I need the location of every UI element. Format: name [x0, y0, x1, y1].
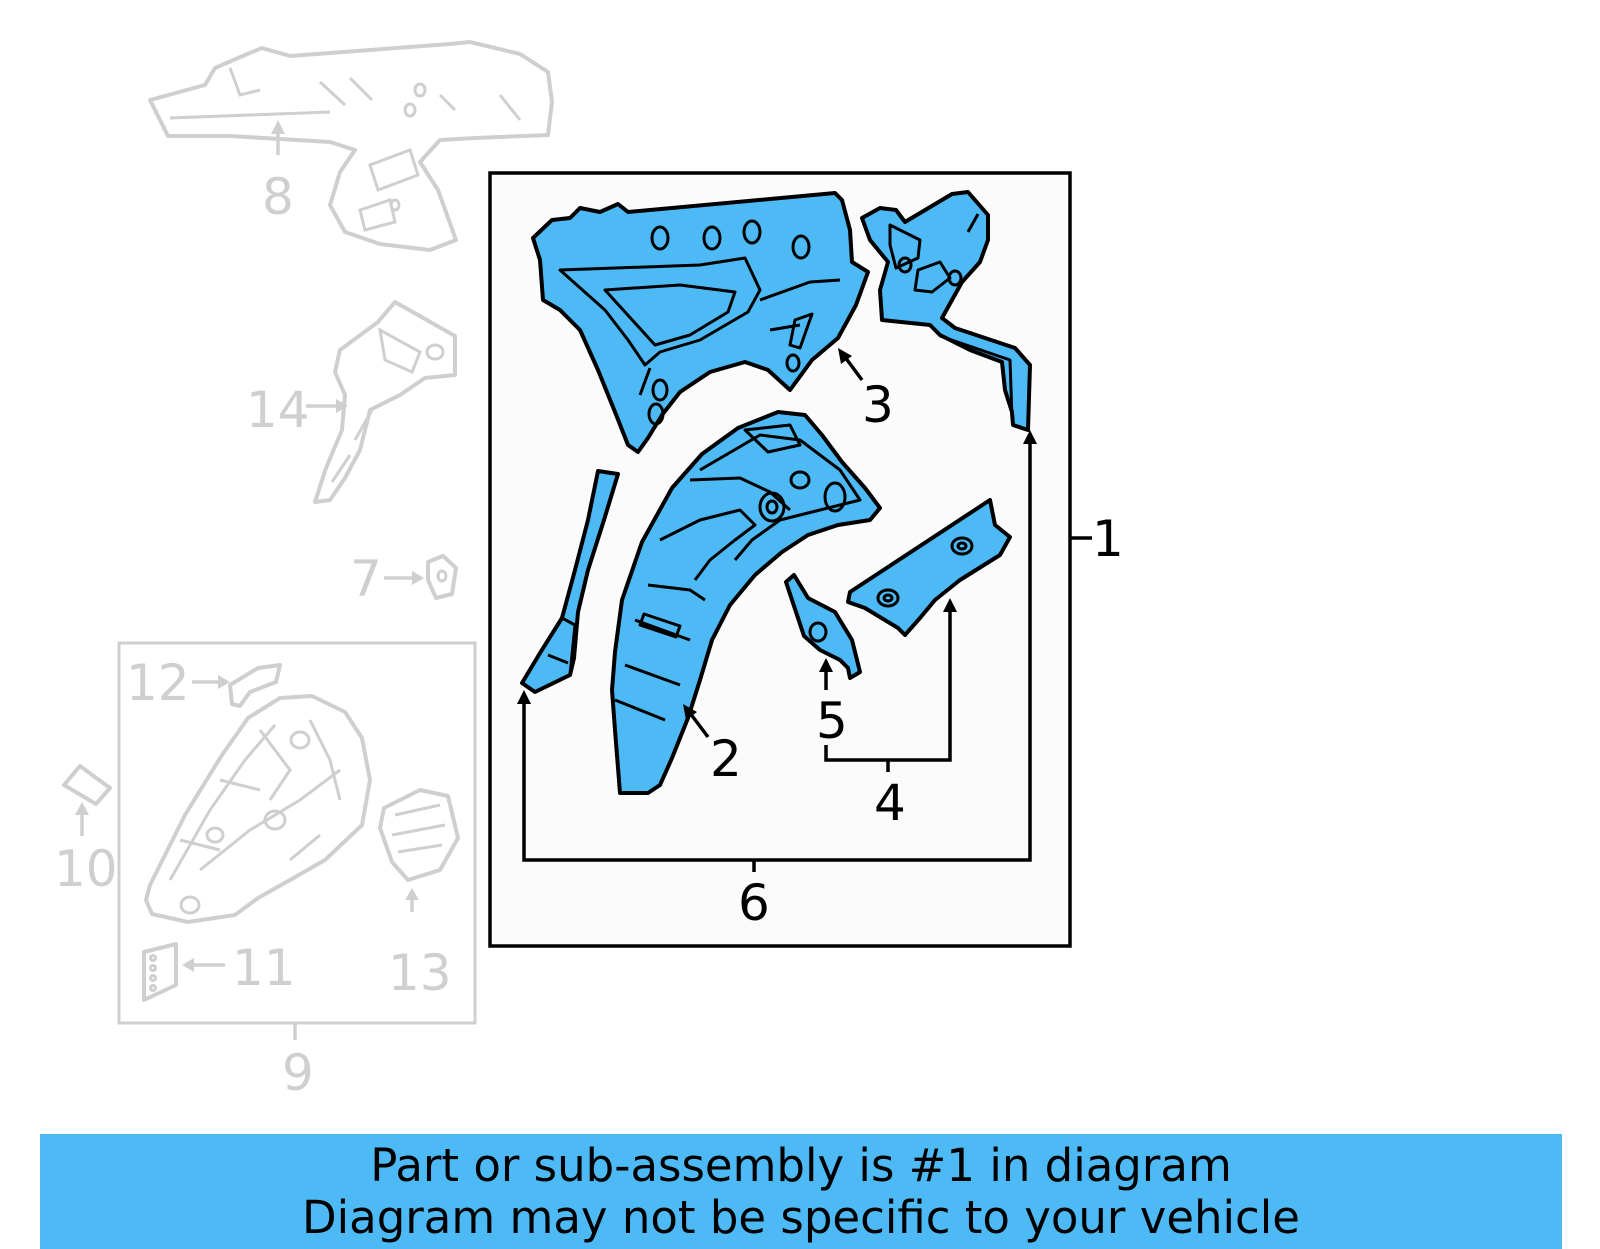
part-7-bracket[interactable] [426, 554, 458, 600]
callout-8: 8 [262, 168, 294, 226]
part-6-upper-rear-member[interactable] [860, 190, 1032, 432]
banner-line-1: Part or sub-assembly is #1 in diagram [370, 1138, 1232, 1192]
part-4-plate[interactable] [846, 498, 1012, 637]
banner-line-2: Diagram may not be specific to your vehi… [302, 1190, 1300, 1244]
callout-13: 13 [388, 944, 452, 1002]
part-11-bracket[interactable] [142, 942, 178, 1002]
callout-2: 2 [710, 730, 742, 788]
part-2-wheelhouse-inner[interactable] [610, 410, 882, 795]
info-banner: Part or sub-assembly is #1 in diagram Di… [40, 1134, 1562, 1249]
callout-11: 11 [232, 939, 296, 997]
callout-3: 3 [862, 376, 894, 434]
part-9-wheelhouse-outer[interactable] [144, 694, 372, 924]
callout-7: 7 [350, 550, 382, 608]
callout-10: 10 [54, 840, 118, 898]
subassembly-9-box [117, 641, 477, 1025]
part-8-upper-rail[interactable] [148, 40, 554, 252]
callout-5: 5 [816, 692, 848, 750]
callout-4: 4 [874, 774, 906, 832]
part-3-quarter-inner-upper[interactable] [531, 191, 870, 454]
part-13-plate[interactable] [378, 788, 460, 882]
callout-9: 9 [282, 1044, 314, 1102]
part-14-pillar[interactable] [313, 300, 457, 504]
part-6-pillar-strip[interactable] [520, 469, 620, 694]
callout-14: 14 [246, 381, 310, 439]
part-5-brace[interactable] [784, 573, 862, 680]
part-12-clip[interactable] [228, 663, 282, 708]
callout-6: 6 [738, 874, 770, 932]
callout-12: 12 [126, 654, 190, 712]
callout-1: 1 [1092, 510, 1124, 568]
part-10-clip[interactable] [62, 764, 112, 806]
